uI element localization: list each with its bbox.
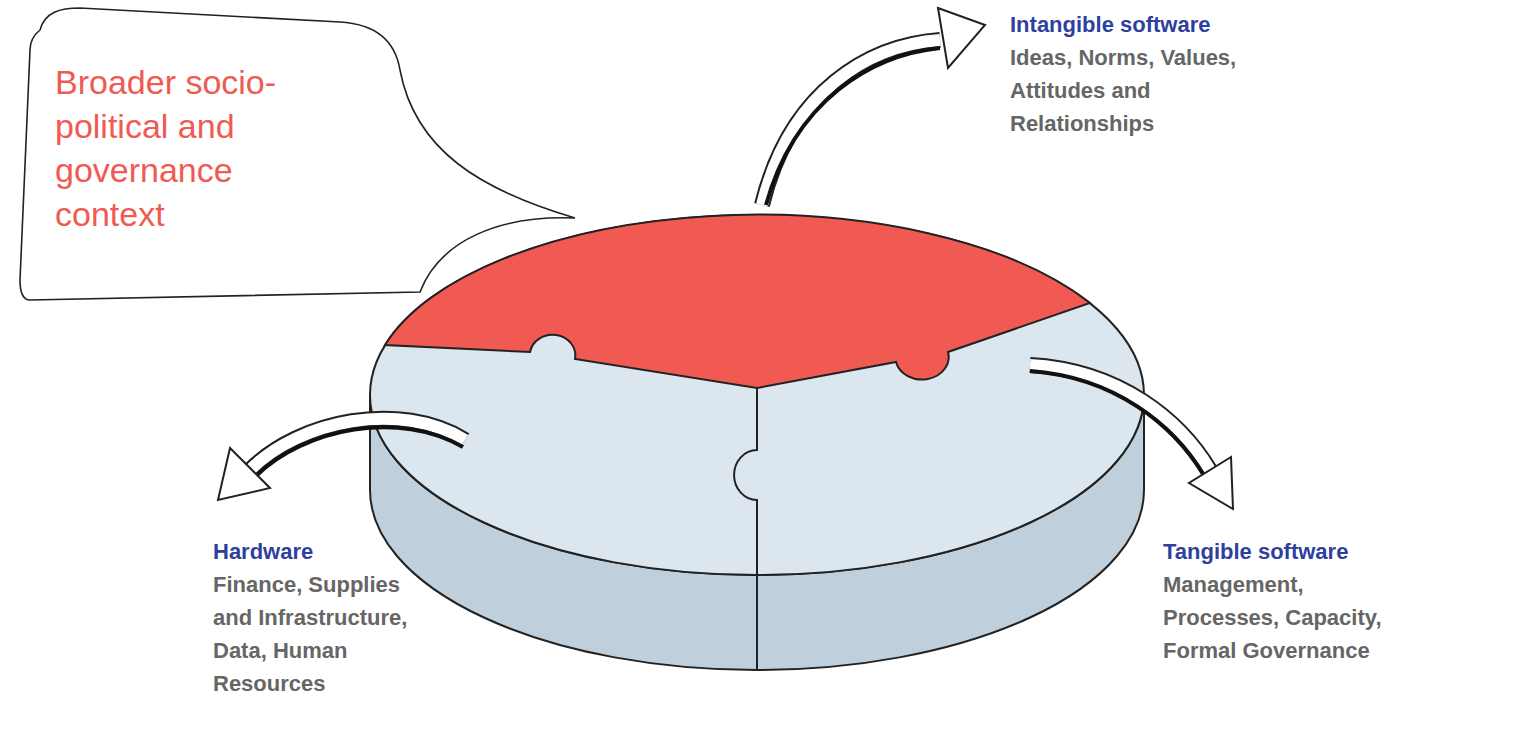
section-body: Ideas, Norms, Values, Attitudes and Rela… (1010, 41, 1272, 140)
arrow-hardware (218, 419, 465, 500)
arrow-intangible (762, 8, 985, 205)
red-puzzle-piece (385, 215, 1090, 388)
section-body: Management, Processes, Capacity, Formal … (1163, 568, 1415, 667)
section-heading: Intangible software (1010, 8, 1272, 41)
section-body: Finance, Supplies and Infrastructure, Da… (213, 568, 445, 700)
speech-bubble: Broader socio-political and governance c… (0, 0, 600, 310)
arrow-tangible (1030, 365, 1233, 509)
piece-divider (734, 388, 757, 670)
bubble-text: Broader socio-political and governance c… (55, 60, 327, 236)
section-heading: Tangible software (1163, 535, 1415, 568)
section-heading: Hardware (213, 535, 445, 568)
